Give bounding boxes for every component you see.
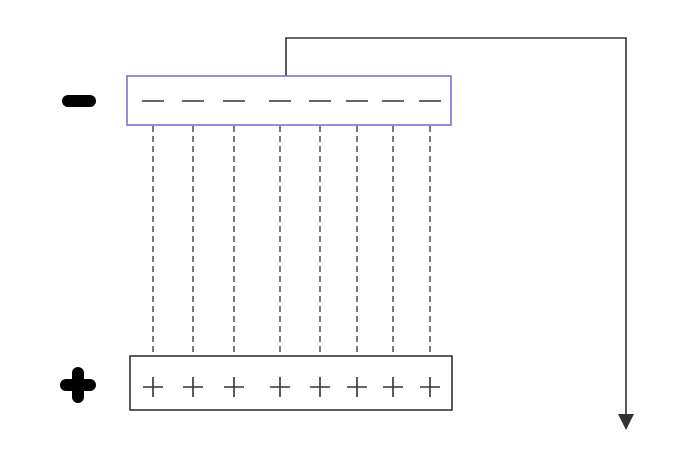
positive-charges (143, 377, 440, 397)
positive-charge-icon (420, 377, 440, 397)
positive-charge-icon (347, 377, 367, 397)
positive-charge-icon (143, 377, 163, 397)
plus-sign-icon (60, 367, 96, 403)
field-lines (152, 126, 431, 355)
arrow-down-icon (618, 414, 634, 430)
positive-charge-icon (224, 377, 244, 397)
negative-plate (126, 75, 452, 126)
wire (285, 37, 634, 430)
positive-charge-icon (270, 377, 290, 397)
positive-charge-icon (310, 377, 330, 397)
positive-charge-icon (383, 377, 403, 397)
negative-sign-icon (62, 95, 96, 107)
positive-plate (129, 355, 453, 411)
positive-charge-icon (183, 377, 203, 397)
